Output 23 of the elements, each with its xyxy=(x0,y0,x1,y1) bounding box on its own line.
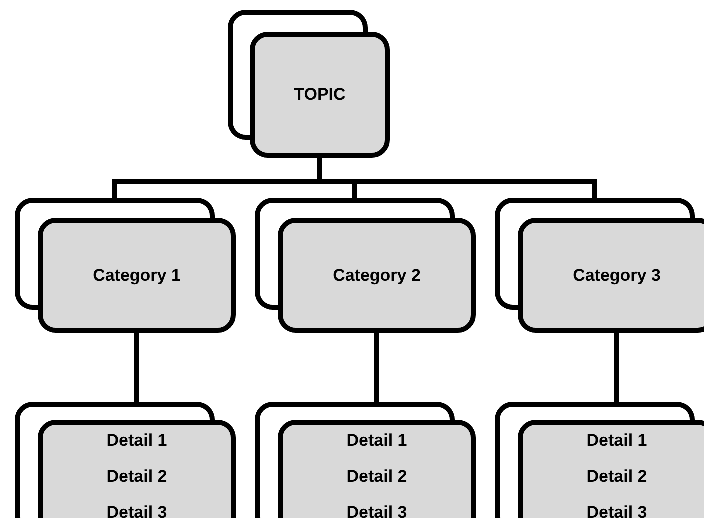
node-label: Detail 3 xyxy=(586,502,648,518)
node-label: Detail 2 xyxy=(586,466,648,488)
stacked-card xyxy=(255,402,476,518)
node-label: Detail 1 xyxy=(586,430,648,452)
node-label: Category 3 xyxy=(573,264,661,287)
node-label: Detail 3 xyxy=(346,502,408,518)
stacked-card xyxy=(15,198,236,333)
node-label: Detail 2 xyxy=(106,466,168,488)
connector-line xyxy=(134,333,140,402)
node-label: Detail 1 xyxy=(346,430,408,452)
stacked-card xyxy=(15,402,236,518)
node-label: Category 1 xyxy=(93,264,181,287)
stacked-card xyxy=(495,198,704,333)
node-label: Category 2 xyxy=(333,264,421,287)
stacked-card xyxy=(495,402,704,518)
node-label: TOPIC xyxy=(294,84,346,106)
connector-line xyxy=(374,333,380,402)
node-label: Detail 1 xyxy=(106,430,168,452)
connector-line xyxy=(614,333,620,402)
stacked-card xyxy=(255,198,476,333)
node-label: Detail 3 xyxy=(106,502,168,518)
stacked-card xyxy=(228,10,390,158)
node-label: Detail 2 xyxy=(346,466,408,488)
